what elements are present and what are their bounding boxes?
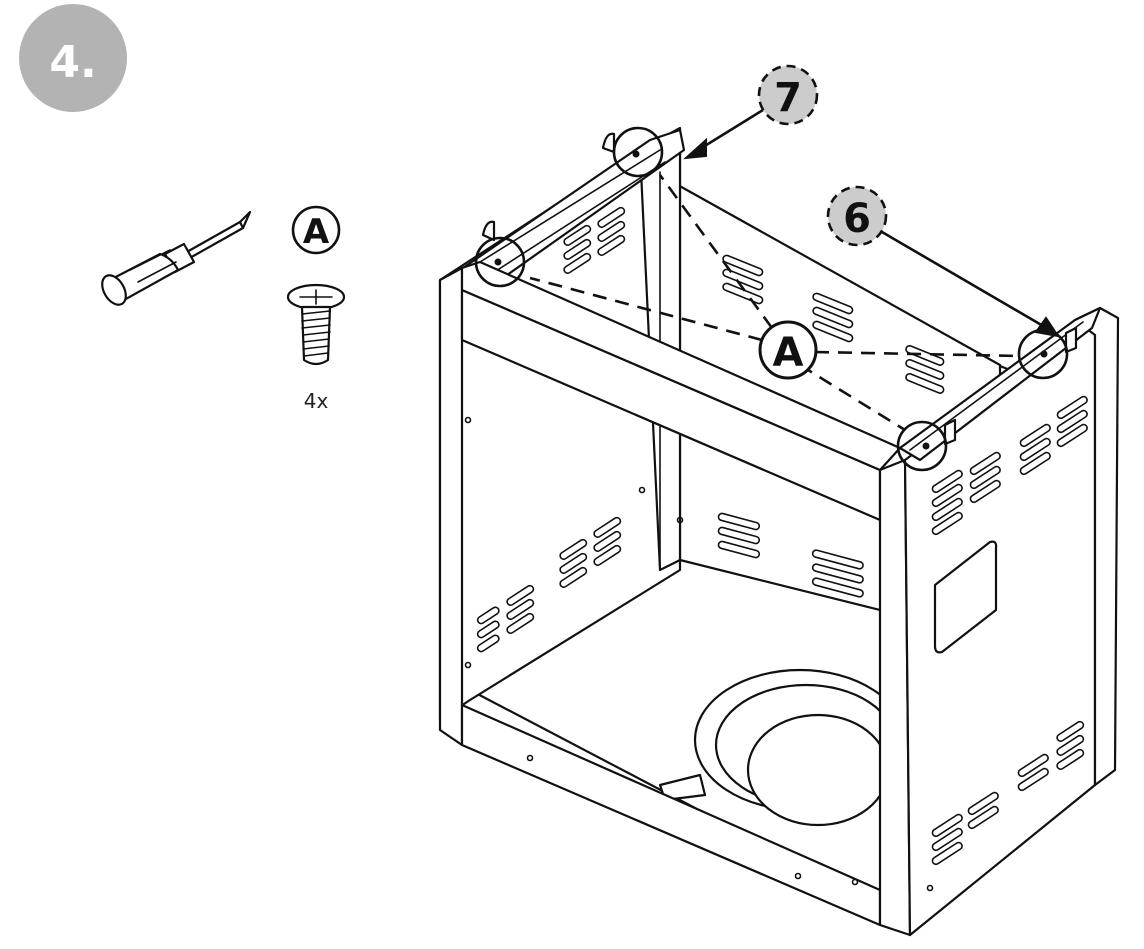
step-badge: 4. [19,4,127,112]
callout-6-number: 6 [843,196,871,242]
screw-location-markers [474,126,1069,472]
quantity-label: 4x [304,389,329,413]
leader-lines [529,174,1021,432]
screw-icon [286,283,346,366]
callout-part-a: A [758,320,818,380]
callout-6: 6 [826,185,1061,338]
screwdriver-icon [101,210,252,306]
callout-7: 7 [683,64,819,160]
step-number: 4. [49,37,96,88]
grill-cart-frame-icon [438,126,1120,937]
part-a-label: A [291,205,341,255]
callout-part-letter: A [773,330,804,376]
part-letter: A [303,212,330,252]
callout-7-number: 7 [774,75,802,121]
